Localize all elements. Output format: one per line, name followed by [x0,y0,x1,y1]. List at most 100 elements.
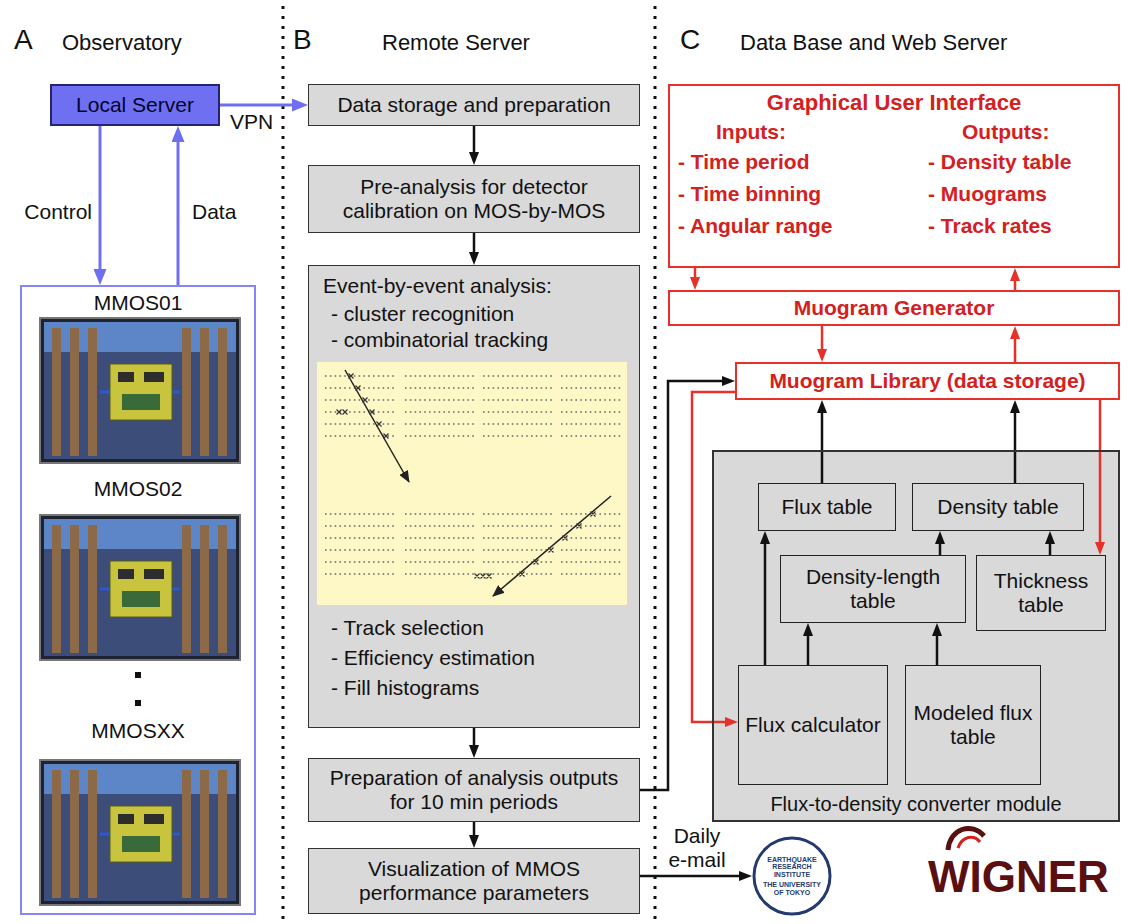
edge-label: Daily e-mail [664,824,730,872]
node-text: Outputs: [962,120,1112,144]
node-text: Muogram Library (data storage) [769,369,1085,393]
flow-arrow [640,381,723,790]
text-slot: - combinatorial tracking [331,328,631,352]
text-slot: - Efficiency estimation [331,646,631,670]
flow-arrow [220,104,293,107]
node-text: Density table [937,495,1058,519]
text-slot: - Track selection [331,616,631,640]
flow-arrow [821,326,824,350]
gui-box: Graphical User InterfaceInputs:- Time pe… [668,84,1120,268]
node-text: - Time period [678,150,908,174]
label-slot: A [14,24,33,56]
node-text: - Fill histograms [331,676,631,700]
text-slot: - Fill histograms [331,676,631,700]
label-slot: C [680,24,700,56]
storage-box: Muogram Library (data storage) [735,362,1120,400]
heading-label: B [293,24,312,56]
edge-label-slot: Data [190,200,238,224]
node-text: MMOSXX [22,719,254,743]
heading-label: Observatory [62,30,182,55]
node-text: - combinatorial tracking [331,328,631,352]
node-text: Data storage and preparation [337,93,610,117]
node-text: - Density table [928,150,1116,174]
module-group: Flux-to-density converter module Flux tab… [712,450,1120,822]
node-text: Visualization of MMOS performance parame… [315,857,633,905]
flow-arrow [1014,338,1017,362]
column-separator [282,6,285,920]
flow-arrow [1014,280,1017,290]
node-text: Modeled flux table [912,701,1034,749]
label-slot: Data Base and Web Server [740,30,1007,55]
table-box: Density table [912,483,1084,531]
node-text: - Track rates [928,214,1116,238]
node-text: Event-by-event analysis: [323,274,633,298]
module-ground [712,450,1120,822]
edge-label-slot: Control [22,200,94,224]
logo-text: WIGNER [928,852,1109,903]
flow-arrow [99,126,102,270]
text-slot: - Track rates [928,214,1116,238]
node-text: Pre-analysis for detector calibration on… [315,175,633,223]
text-slot: - Muograms [928,182,1116,206]
node-text: - Time binning [678,182,908,206]
flow-arrow [936,635,939,665]
detector-group: MMOS01MMOS02MMOSXX [20,285,256,915]
flow-arrow [807,635,810,665]
flow-arrow [473,126,476,153]
node-text: Flux table [781,495,872,519]
text-slot: - Angular range [678,214,908,238]
flow-arrow [1049,543,1052,555]
flow-arrow [1014,412,1017,483]
flow-arrow [473,233,476,253]
text-slot: Inputs: [716,120,876,144]
detector-photo [40,318,240,463]
flow-arrow [177,141,180,285]
flow-arrow [764,543,767,665]
edge-label-slot: VPN [228,110,275,134]
label-slot: Remote Server [382,30,530,55]
edge-label: Control [22,200,94,224]
logo-ring [754,838,830,914]
node-text: MMOS01 [22,291,254,315]
text-slot: - cluster recognition [331,302,631,326]
module-box: Muogram Generator [668,290,1120,326]
process-box: Flux calculator [738,665,888,785]
node-text: MMOS02 [22,477,254,501]
node-text: Flux-to-density converter module [714,793,1118,816]
column-separator [654,6,657,920]
node-text: Inputs: [716,120,876,144]
process-box: Pre-analysis for detector calibration on… [308,165,640,233]
logo-icon [948,828,984,850]
edge-label-slot: Daily e-mail [664,824,730,872]
node-text: Local Server [76,93,194,117]
process-box: Preparation of analysis outputs for 10 m… [308,758,640,822]
ellipsis-dot [135,672,141,678]
table-box: Modeled flux table [905,665,1041,785]
text-slot: MMOS02 [22,477,254,501]
text-slot: Event-by-event analysis: [323,274,633,298]
text-slot: - Time period [678,150,908,174]
heading-label: A [14,24,33,56]
node-text: - Angular range [678,214,908,238]
server-box: Local Server [50,84,220,126]
edge-label: Data [190,200,238,224]
institute-logo: EARTHQUAKE RESEARCH INSTITUTETHE UNIVERS… [752,836,832,916]
module-fill [712,450,1120,822]
flow-arrow [473,822,476,836]
flow-arrow [694,268,697,278]
flow-arrow [473,728,476,746]
node-text: - Track selection [331,616,631,640]
ellipsis-dot [135,700,141,706]
detector-photo [40,515,240,660]
detector-photos [22,287,254,913]
node-text: Muogram Generator [794,296,995,320]
process-box: Data storage and preparation [308,84,640,126]
edge-label: VPN [228,110,275,134]
node-text: EARTHQUAKE RESEARCH INSTITUTE [761,856,823,879]
table-box: Density-length table [780,555,966,623]
flow-arrow [1099,400,1102,543]
detector-photo [40,760,240,905]
text-slot: - Time binning [678,182,908,206]
node-text: Flux calculator [745,713,880,737]
process-box: Visualization of MMOS performance parame… [308,848,640,914]
